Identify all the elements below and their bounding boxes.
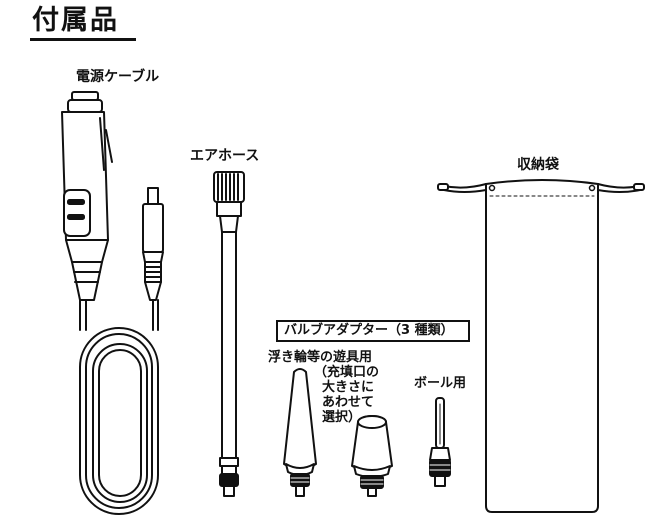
float-toy-note: （充填口の 大きさに あわせて 選択） [314, 365, 379, 425]
title-underline [30, 38, 136, 41]
coiled-cable-icon [79, 299, 159, 515]
float-toy-note-line: 選択） [322, 410, 362, 425]
short-cone-adapter-icon [351, 415, 393, 497]
float-toy-note-line: 大きさに [322, 380, 375, 395]
power-cable-label: 電源ケーブル [76, 69, 160, 85]
tall-cone-adapter-icon [283, 368, 317, 497]
valve-adapter-label: バルブアダプター（3 種類） [276, 320, 470, 342]
ball-label: ボール用 [414, 376, 467, 391]
float-toy-note-line: あわせて [322, 395, 375, 410]
air-hose-label: エアホース [190, 148, 260, 164]
air-hose-icon [213, 171, 245, 497]
dc-plug-icon [142, 187, 164, 301]
float-toy-label: 浮き輪等の遊具用 [268, 350, 373, 365]
float-toy-note-line: （充填口の [314, 365, 380, 380]
section-title: 付属品 [32, 5, 119, 36]
storage-bag-icon [437, 179, 645, 513]
cigarette-plug-icon [61, 91, 113, 301]
storage-bag-label: 収納袋 [517, 157, 559, 173]
ball-needle-adapter-icon [429, 397, 451, 487]
